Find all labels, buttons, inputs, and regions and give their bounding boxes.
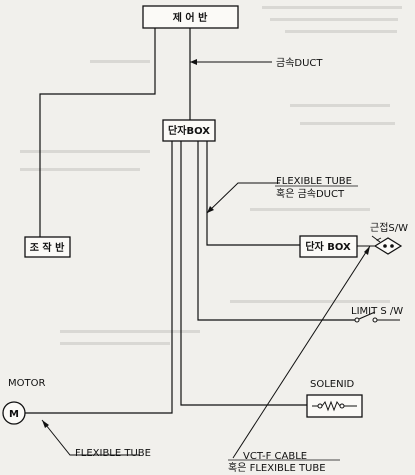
proximity-switch-icon: [373, 237, 403, 255]
vct-cable-leader: [232, 245, 371, 459]
proximity-switch-label: 근접S/W: [370, 222, 408, 234]
motor-label: MOTOR: [8, 378, 45, 389]
motor-symbol-letter: M: [9, 409, 19, 420]
junction-box-right-label: 단자 BOX: [305, 240, 351, 253]
junction-box-main-label: 단자BOX: [168, 124, 210, 137]
background-noise: [20, 6, 402, 345]
proximity-switch-dot-icon: [383, 244, 387, 248]
junction-box-right-cable: [206, 141, 300, 246]
limit-switch-cable: [197, 141, 355, 321]
flexible-tube-arrow-icon: [207, 206, 214, 213]
metal-duct-label: 금속DUCT: [276, 57, 323, 69]
limit-switch-lever-icon: [358, 311, 376, 320]
vct-cable-label-2: 혹은 FLEXIBLE TUBE: [228, 461, 326, 474]
operation-panel-box: [24, 236, 71, 258]
flexible-tube-label-1: FLEXIBLE TUBE: [276, 176, 352, 187]
operation-panel-line: [39, 28, 156, 237]
flexible-tube-label-2: 혹은 금속DUCT: [276, 187, 345, 200]
control-panel-label: 제 어 반: [173, 11, 208, 24]
solenoid-box: [306, 394, 363, 418]
limit-switch-label: LIMIT S /W: [351, 306, 403, 317]
solenoid-coil-icon: [312, 400, 357, 412]
proximity-switch-dot2-icon: [390, 244, 394, 248]
limit-switch-contact2-icon: [372, 317, 378, 323]
solenoid-label: SOLENID: [310, 379, 355, 390]
junction-box-main: [162, 119, 216, 142]
motor-symbol-icon: [2, 401, 26, 425]
motor-cable: [25, 141, 173, 414]
motor-flexible-tube-label: FLEXIBLE TUBE: [75, 448, 151, 459]
vct-cable-arrow-icon: [364, 246, 370, 255]
flexible-tube-leader: [206, 182, 280, 214]
limit-switch-contact-icon: [354, 317, 360, 323]
motor-flexible-tube-arrow-icon: [42, 420, 49, 428]
motor-flexible-tube-leader: [41, 419, 140, 456]
proximity-switch-arrow-icon: [371, 235, 382, 243]
solenoid-cable: [180, 141, 307, 406]
operation-panel-label: 조 작 반: [30, 241, 65, 254]
vct-cable-label-1: VCT-F CABLE: [243, 451, 307, 462]
metal-duct-arrow-icon: [190, 59, 197, 65]
